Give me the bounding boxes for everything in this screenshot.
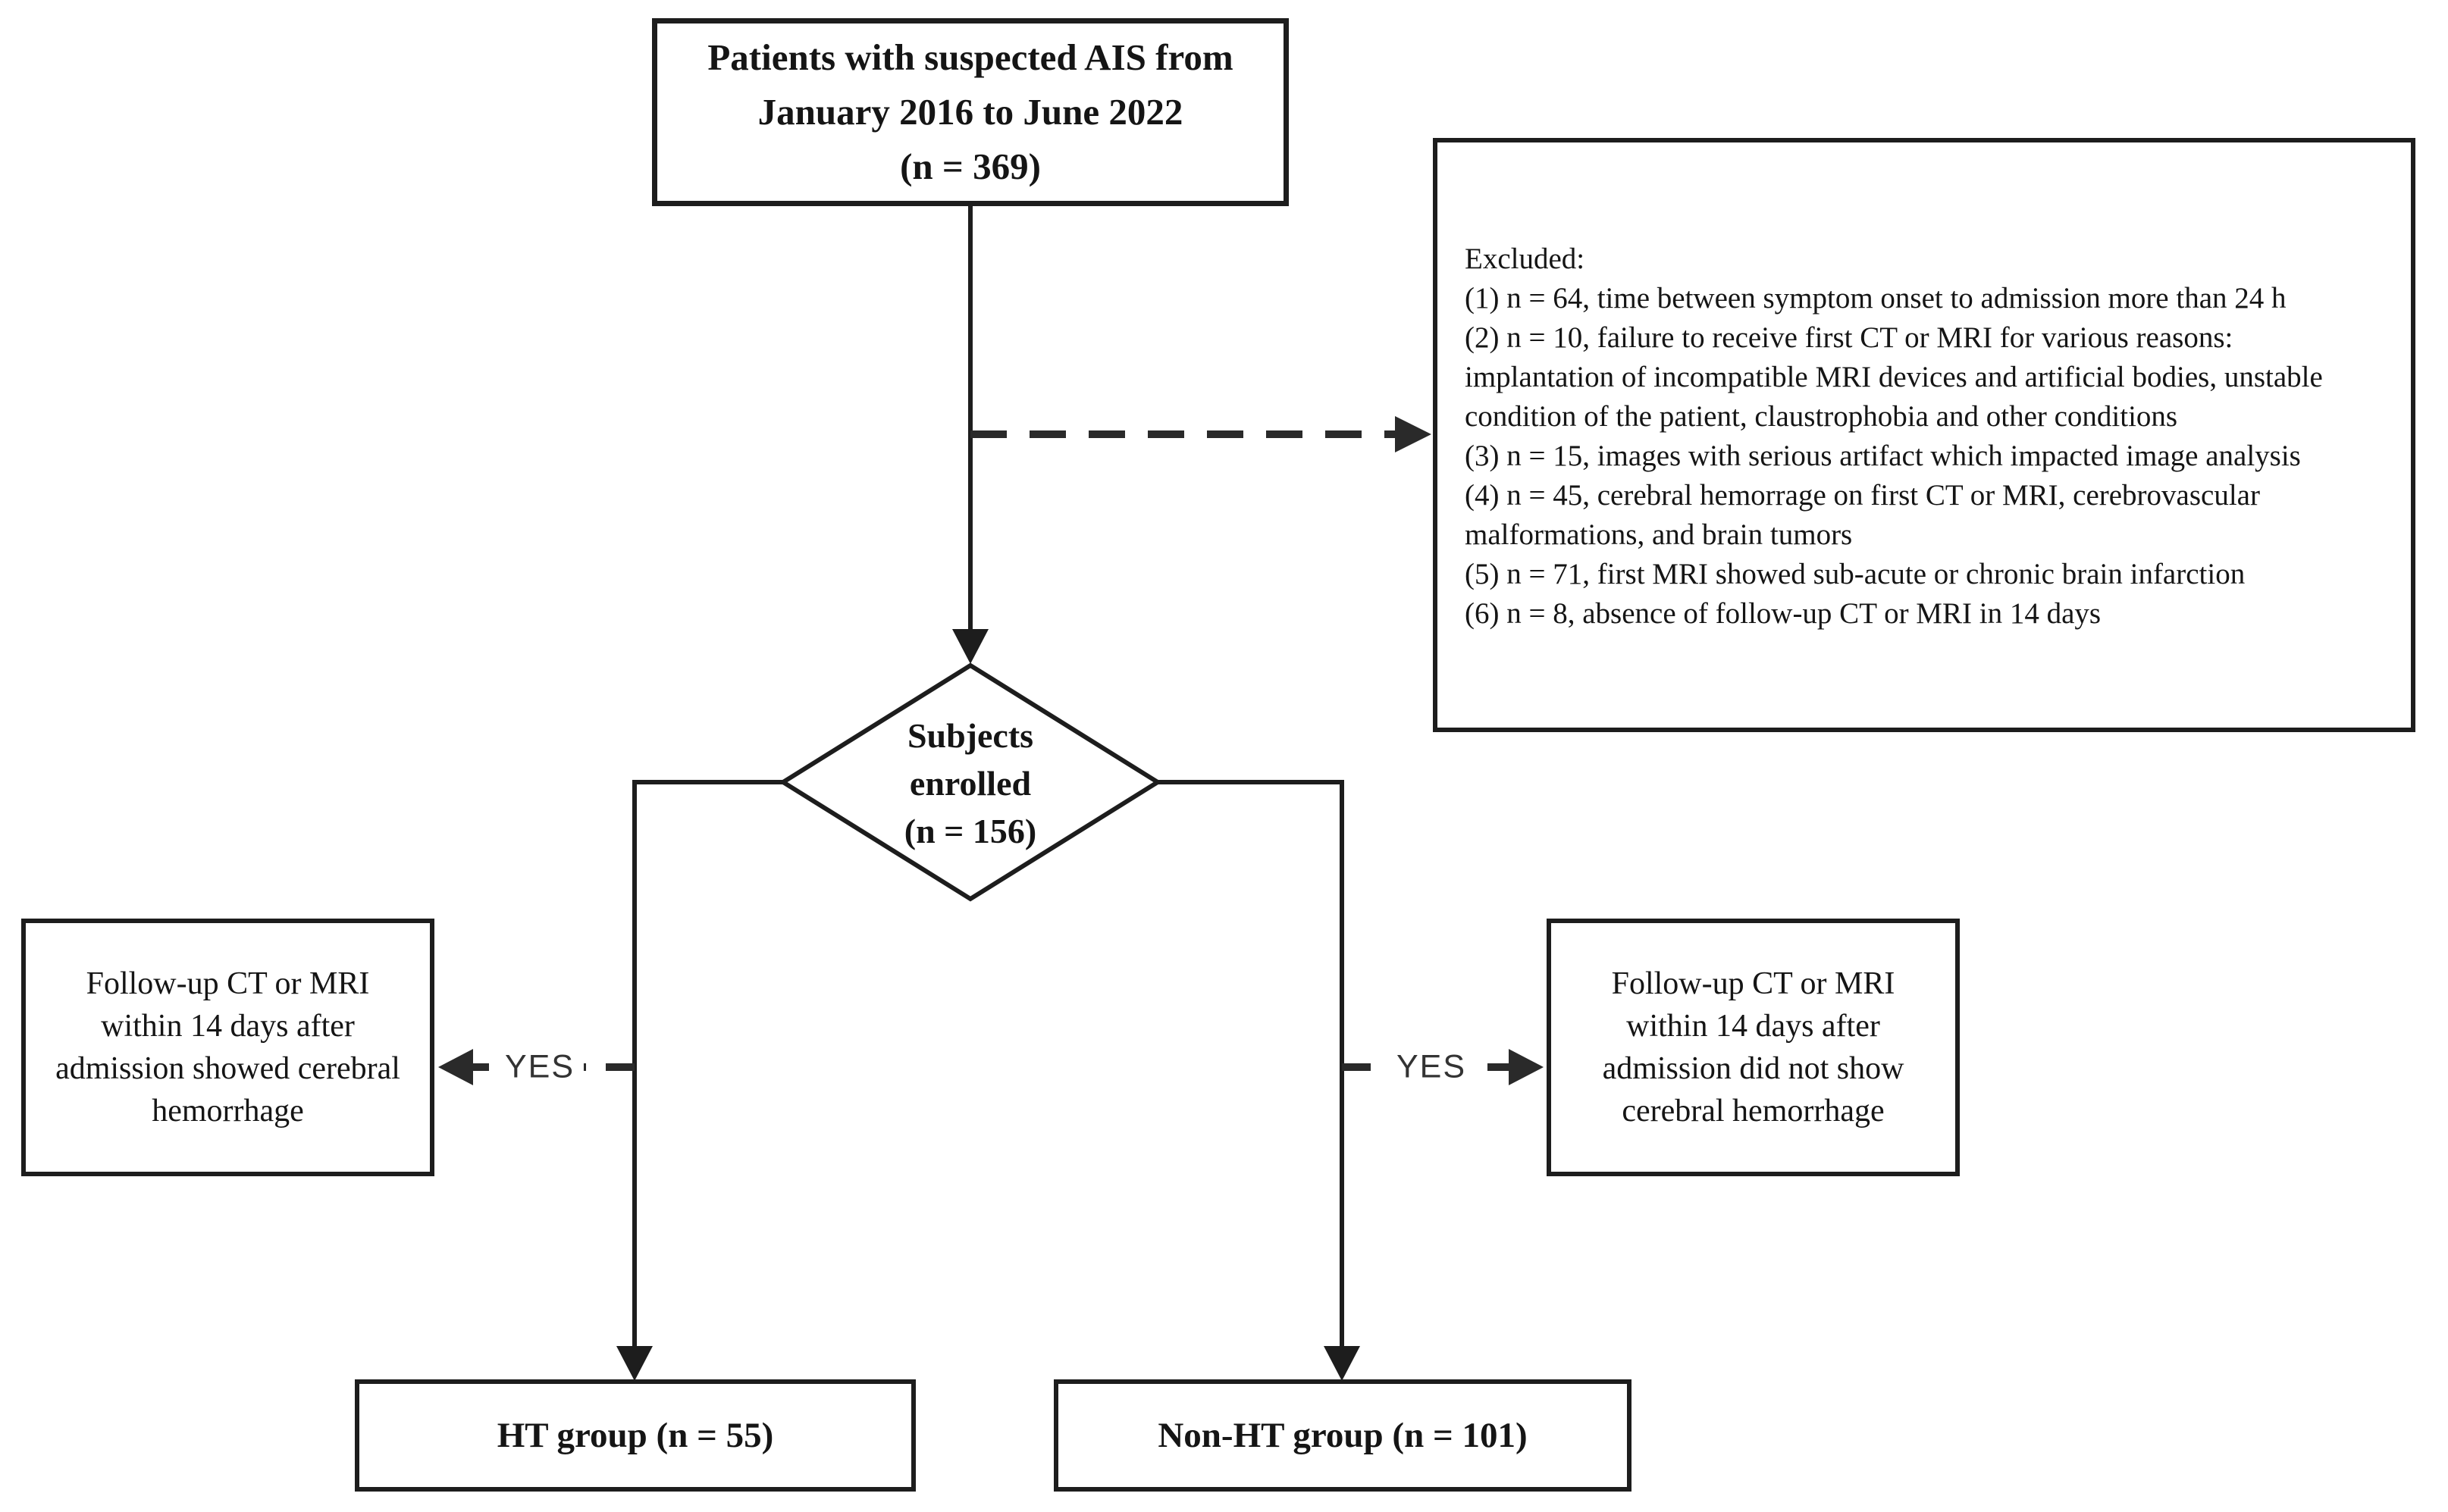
- connector-diamond-to-non-ht-group: [1158, 780, 1344, 1352]
- arrowhead-into-diamond: [952, 629, 989, 664]
- yes-branch-label-left: YES: [495, 1047, 585, 1088]
- connector-diamond-to-ht-group: [632, 780, 783, 1352]
- left-outcome-box-showed-hemorrhage: Follow-up CT or MRI within 14 days after…: [21, 919, 434, 1176]
- right-outcome-box-no-hemorrhage: Follow-up CT or MRI within 14 days after…: [1547, 919, 1960, 1176]
- top-box-patients-suspected-ais: Patients with suspected AIS from January…: [652, 18, 1289, 206]
- arrowhead-into-excluded-box: [1395, 416, 1431, 452]
- excluded-criteria-box: Excluded: (1) n = 64, time between sympt…: [1433, 138, 2415, 732]
- decision-diamond-label: Subjects enrolled (n = 156): [904, 715, 1037, 850]
- ht-group-box: HT group (n = 55): [355, 1379, 916, 1492]
- arrowhead-into-non-ht-group-box: [1324, 1346, 1360, 1381]
- yes-branch-label-right: YES: [1387, 1047, 1476, 1088]
- non-ht-group-box: Non-HT group (n = 101): [1054, 1379, 1631, 1492]
- arrowhead-into-ht-group-box: [616, 1346, 653, 1381]
- arrowhead-into-right-outcome-box: [1509, 1049, 1544, 1085]
- decision-diamond-shape: [779, 662, 1162, 902]
- arrowhead-into-left-outcome-box: [438, 1049, 473, 1085]
